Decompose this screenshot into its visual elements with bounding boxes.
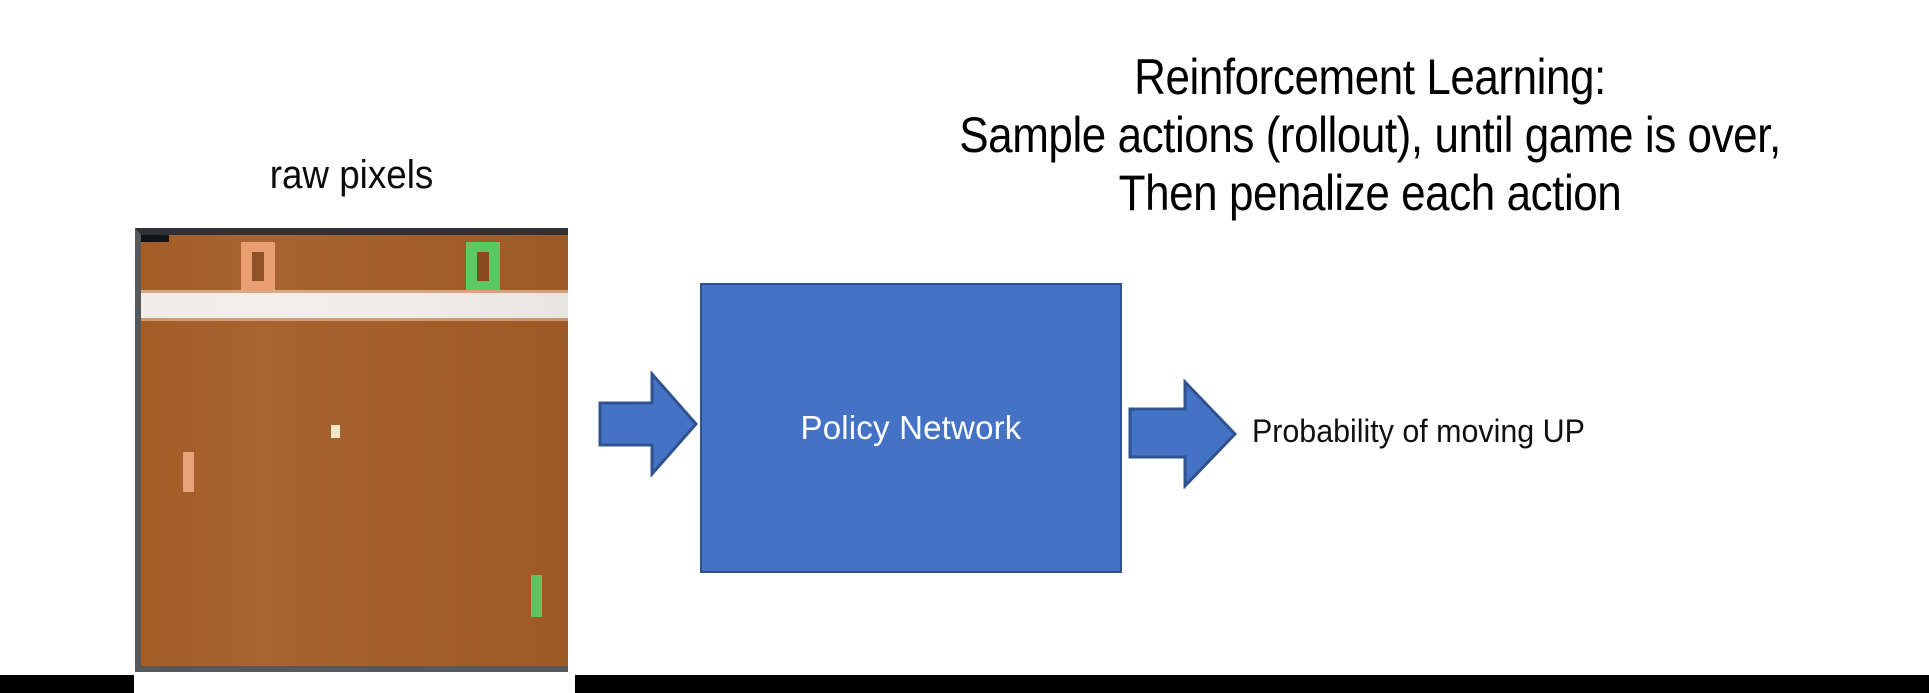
pong-score-left-digit-hole [252,252,264,281]
input-arrow [598,371,698,477]
letterbox-bar-right [575,675,1929,693]
pong-divider-band [141,290,568,321]
pong-score-right-digit-hole [477,252,489,281]
headline-line-1: Reinforcement Learning: [1134,49,1606,105]
output-caption: Probability of moving UP [1252,413,1585,449]
pong-paddle-left [183,452,194,492]
arrow-right-icon [598,371,698,477]
policy-network-box[interactable]: Policy Network [700,283,1122,573]
headline-line-2: Sample actions (rollout), until game is … [959,107,1781,163]
pong-corner-notch [141,235,169,242]
headline-line-3: Then penalize each action [1118,165,1622,221]
letterbox-bar-left [0,675,134,693]
pong-score-left [241,242,275,290]
pong-paddle-right [531,575,542,617]
arrow-right-icon [1128,379,1238,489]
pong-ball [331,425,340,438]
pong-score-right [466,242,500,290]
policy-network-label: Policy Network [800,409,1022,446]
pong-game-frame [135,228,568,672]
raw-pixels-caption: raw pixels [269,153,434,197]
headline: Reinforcement Learning: Sample actions (… [886,48,1854,222]
output-arrow [1128,379,1238,489]
